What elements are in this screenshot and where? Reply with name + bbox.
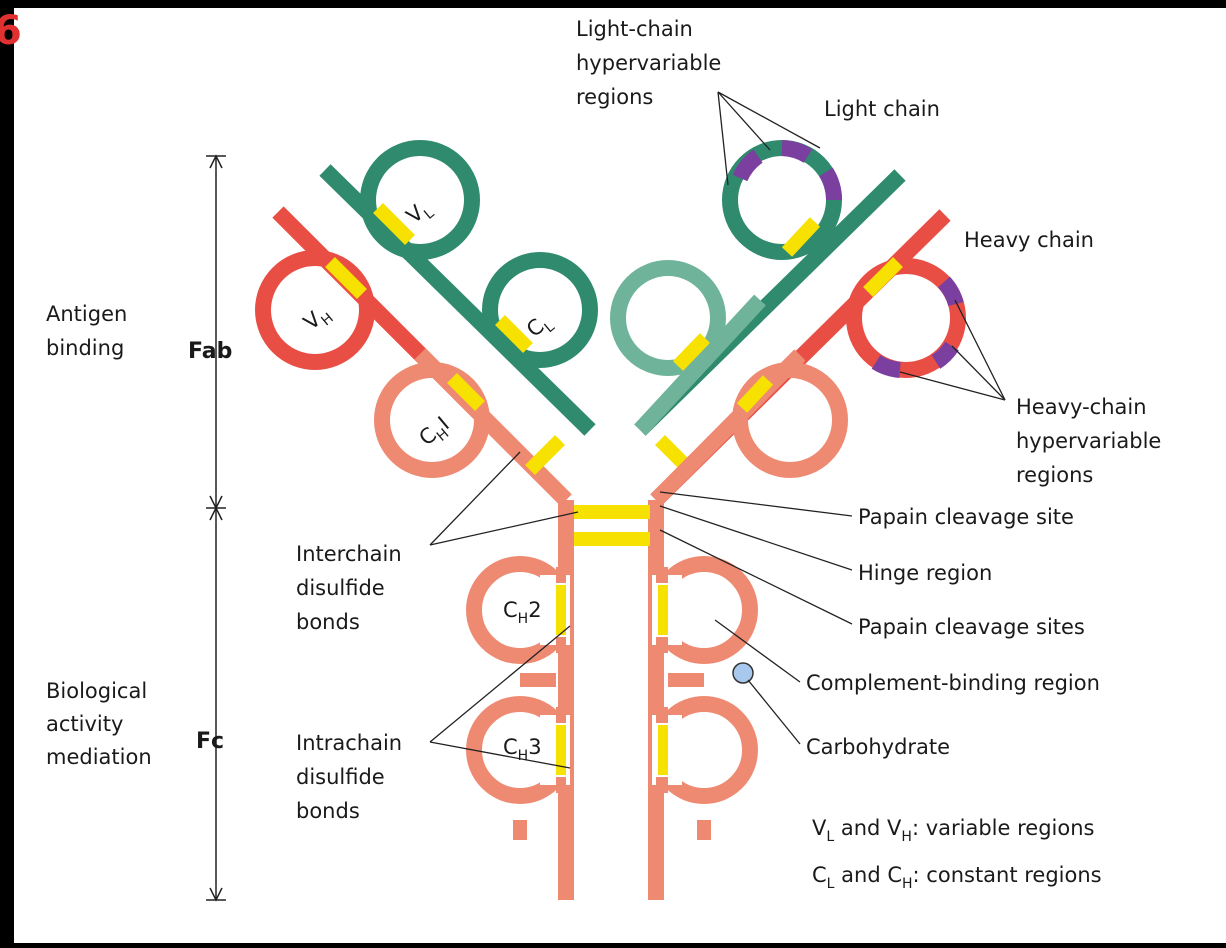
svg-text:regions: regions [576, 85, 653, 109]
light-chain-label: Light chain [824, 97, 940, 121]
bio-activity-line2: activity [46, 712, 123, 736]
fab-label: Fab [188, 339, 232, 364]
svg-text:bonds: bonds [296, 610, 360, 634]
svg-text:regions: regions [1016, 463, 1093, 487]
svg-text:Intrachain: Intrachain [296, 731, 402, 755]
antigen-binding-line1: Antigen [46, 302, 127, 326]
svg-text:Heavy-chain: Heavy-chain [1016, 395, 1147, 419]
antigen-binding-line2: binding [46, 336, 124, 360]
carbohydrate-label: Carbohydrate [806, 735, 950, 759]
bio-activity-line3: mediation [46, 745, 152, 769]
svg-text:Interchain: Interchain [296, 542, 402, 566]
svg-text:hypervariable: hypervariable [1016, 429, 1161, 453]
hinge-region-label: Hinge region [858, 561, 992, 585]
corner-mark: 6 [0, 8, 22, 54]
carbohydrate-icon [733, 663, 753, 683]
svg-text:bonds: bonds [296, 799, 360, 823]
fc-label: Fc [196, 729, 224, 754]
papain-cleavage-site-label: Papain cleavage site [858, 505, 1074, 529]
svg-text:disulfide: disulfide [296, 765, 385, 789]
bio-activity-line1: Biological [46, 679, 147, 703]
papain-cleavage-sites-label: Papain cleavage sites [858, 615, 1085, 639]
svg-text:hypervariable: hypervariable [576, 51, 721, 75]
svg-text:Light-chain: Light-chain [576, 17, 693, 41]
svg-text:disulfide: disulfide [296, 576, 385, 600]
heavy-chain-label: Heavy chain [964, 228, 1094, 252]
complement-binding-label: Complement-binding region [806, 671, 1100, 695]
